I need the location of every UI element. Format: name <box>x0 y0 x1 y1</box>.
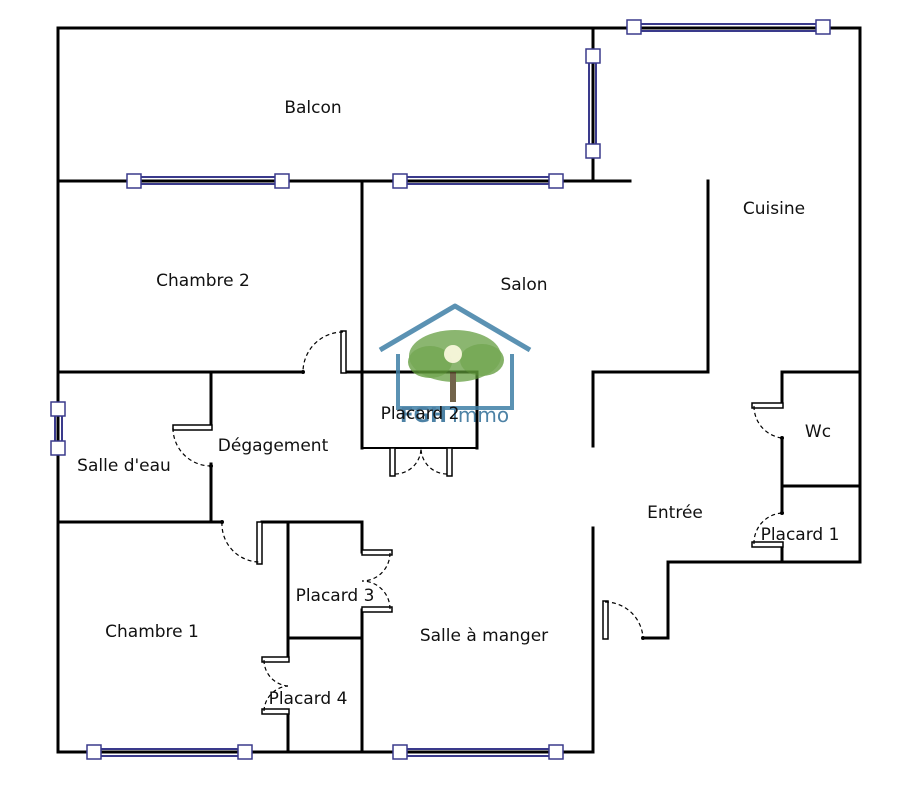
door-placard3 <box>361 549 393 613</box>
logo-tree-icon <box>408 330 504 402</box>
room-label-placard-2: Placard 2 <box>381 404 460 424</box>
room-label-salon: Salon <box>500 275 547 295</box>
window-chambre2-top <box>126 173 290 189</box>
window-chambre1-bottom <box>86 744 253 760</box>
window-salle-eau-left <box>50 401 66 456</box>
room-label-placard-3: Placard 3 <box>296 586 375 606</box>
doors <box>172 330 784 715</box>
room-label-entree: Entrée <box>647 503 703 523</box>
logo-roof-icon <box>378 303 532 353</box>
door-placard4 <box>261 656 290 715</box>
room-labels: Balcon Chambre 2 Salon Cuisine Placard 2… <box>77 98 839 709</box>
room-label-salle-a-manger: Salle à manger <box>420 626 548 646</box>
window-salon-top <box>392 173 564 189</box>
window-cuisine-top <box>626 19 831 35</box>
room-label-chambre-1: Chambre 1 <box>105 622 199 642</box>
door-wc <box>751 402 784 440</box>
window-balcon-right <box>585 48 601 159</box>
room-label-cuisine: Cuisine <box>743 199 805 219</box>
room-label-placard-1: Placard 1 <box>761 525 840 545</box>
door-chambre2 <box>301 330 347 374</box>
room-label-wc: Wc <box>805 422 831 442</box>
door-chambre1 <box>220 520 263 565</box>
door-entree <box>602 600 645 640</box>
room-label-salle-deau: Salle d'eau <box>77 456 171 476</box>
logo-brand-text: FGH <box>400 403 447 427</box>
logo-house-icon <box>396 354 514 410</box>
windows <box>50 19 831 760</box>
watermark-logo: FGH Immo <box>378 303 532 427</box>
door-salle-eau <box>172 424 213 468</box>
room-label-placard-4: Placard 4 <box>269 689 348 709</box>
logo-suffix-text: Immo <box>452 403 509 427</box>
door-placard1 <box>751 511 784 548</box>
room-label-degagement: Dégagement <box>218 436 329 456</box>
room-label-balcon: Balcon <box>284 98 341 118</box>
room-label-chambre-2: Chambre 2 <box>156 271 250 291</box>
door-placard2 <box>389 447 453 477</box>
window-salle-a-manger-bottom <box>392 744 564 760</box>
